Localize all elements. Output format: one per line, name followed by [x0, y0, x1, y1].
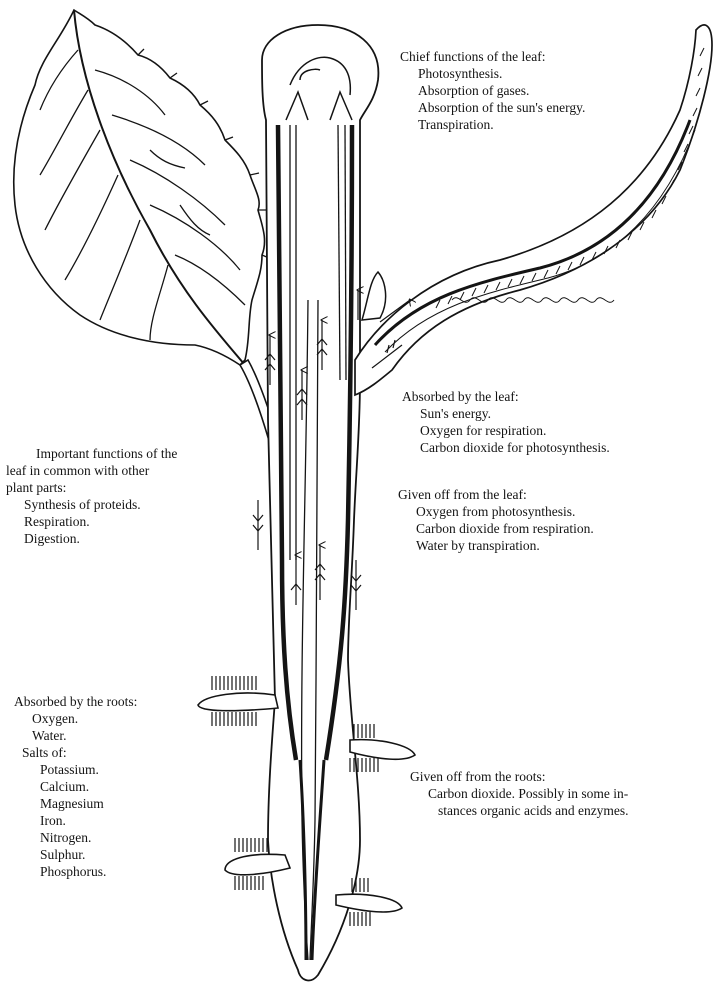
- arrow-down-left: [253, 500, 263, 550]
- absorbed-by-leaf-item: Sun's energy.: [402, 405, 610, 422]
- given-off-leaf-block: Given off from the leaf: Oxygen from pho…: [398, 486, 594, 554]
- absorbed-by-leaf-item: Oxygen for respiration.: [402, 422, 610, 439]
- salt-item: Phosphorus.: [14, 863, 137, 880]
- salt-item: Potassium.: [14, 761, 137, 778]
- absorbed-by-roots-block: Absorbed by the roots: Oxygen. Water. Sa…: [14, 693, 137, 880]
- common-function-item: Digestion.: [6, 530, 177, 547]
- leaf-function-item: Absorption of the sun's energy.: [400, 99, 585, 116]
- leaf-functions-heading: Chief functions of the leaf:: [400, 48, 585, 65]
- given-off-leaf-item: Oxygen from photosynthesis.: [398, 503, 594, 520]
- axillary-bud: [362, 272, 386, 320]
- given-off-roots-line: stances organic acids and enzymes.: [410, 802, 629, 819]
- salt-item: Calcium.: [14, 778, 137, 795]
- leaf-blade: [14, 10, 265, 365]
- absorbed-by-roots-item: Water.: [14, 727, 137, 744]
- given-off-leaf-item: Water by transpiration.: [398, 537, 594, 554]
- absorbed-by-leaf-heading: Absorbed by the leaf:: [402, 388, 610, 405]
- salt-item: Sulphur.: [14, 846, 137, 863]
- given-off-roots-line: Carbon dioxide. Possibly in some in-: [410, 785, 629, 802]
- common-functions-heading: plant parts:: [6, 479, 177, 496]
- given-off-leaf-heading: Given off from the leaf:: [398, 486, 594, 503]
- absorbed-by-leaf-item: Carbon dioxide for photosynthesis.: [402, 439, 610, 456]
- leaf-function-item: Transpiration.: [400, 116, 585, 133]
- salts-heading: Salts of:: [14, 744, 137, 761]
- common-functions-heading: Important functions of the: [6, 445, 177, 462]
- absorbed-by-leaf-block: Absorbed by the leaf: Sun's energy. Oxyg…: [402, 388, 610, 456]
- leaf-function-item: Photosynthesis.: [400, 65, 585, 82]
- given-off-roots-heading: Given off from the roots:: [410, 768, 629, 785]
- common-function-item: Synthesis of proteids.: [6, 496, 177, 513]
- leaf-functions-block: Chief functions of the leaf: Photosynthe…: [400, 48, 585, 133]
- leaf-function-item: Absorption of gases.: [400, 82, 585, 99]
- salt-item: Magnesium: [14, 795, 137, 812]
- salt-item: Nitrogen.: [14, 829, 137, 846]
- absorbed-by-roots-heading: Absorbed by the roots:: [14, 693, 137, 710]
- common-function-item: Respiration.: [6, 513, 177, 530]
- common-functions-heading: leaf in common with other: [6, 462, 177, 479]
- common-functions-block: Important functions of the leaf in commo…: [6, 445, 177, 547]
- given-off-roots-block: Given off from the roots: Carbon dioxide…: [410, 768, 629, 819]
- given-off-leaf-item: Carbon dioxide from respiration.: [398, 520, 594, 537]
- salt-item: Iron.: [14, 812, 137, 829]
- absorbed-by-roots-item: Oxygen.: [14, 710, 137, 727]
